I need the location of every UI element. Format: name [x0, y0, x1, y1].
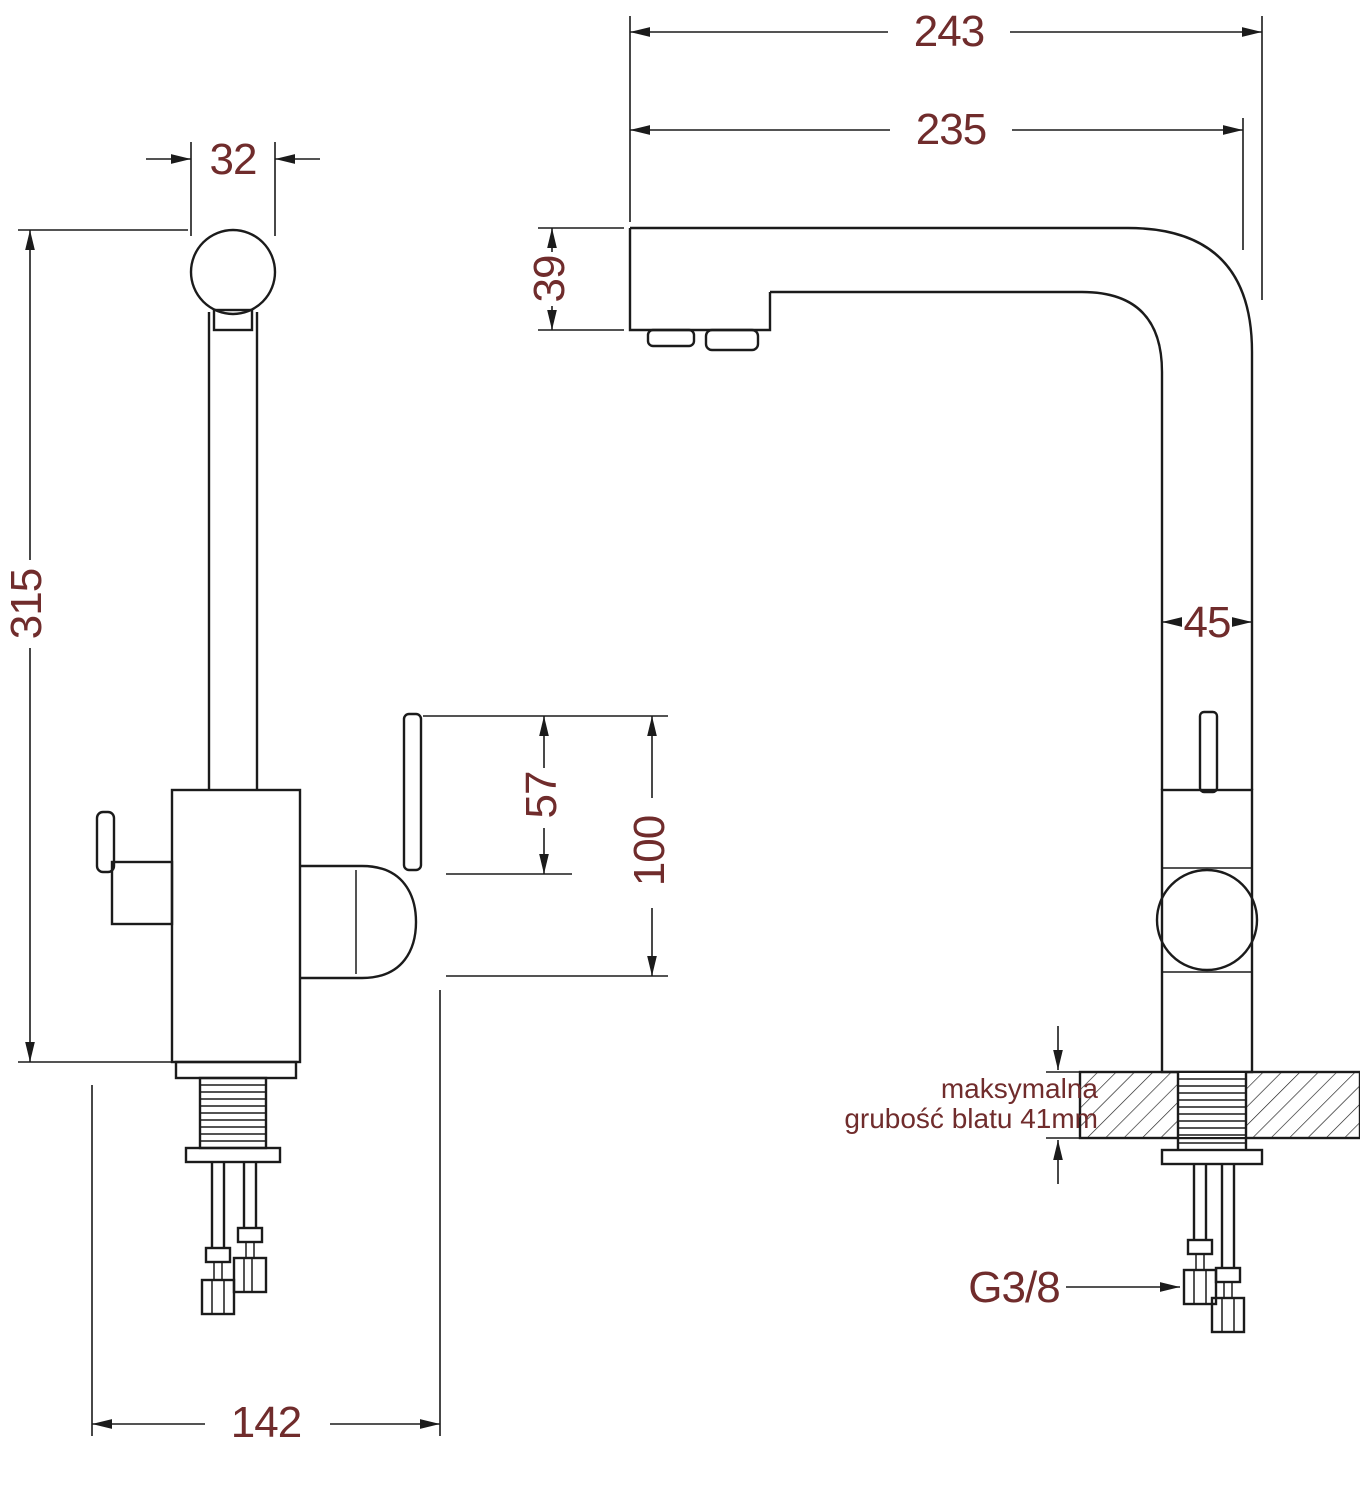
countertop-note-line1: maksymalna	[941, 1073, 1099, 1104]
front-hose-fitting-right	[232, 1256, 268, 1294]
side-aerator	[646, 328, 696, 348]
front-body	[95, 712, 423, 1064]
side-filter-outlet	[704, 328, 760, 352]
thread-size-callout: G3/8	[968, 1263, 1180, 1312]
dimension-body-width-label: 45	[1184, 598, 1231, 647]
dimension-total-height: 315	[2, 229, 188, 1063]
side-mixer-cartridge	[1155, 868, 1259, 972]
front-aerator	[212, 308, 254, 332]
dimension-spout-reach-label: 235	[916, 105, 986, 154]
side-body	[1155, 710, 1259, 1074]
front-supply-hoses	[200, 1162, 268, 1316]
dimension-body-height-label: 100	[625, 816, 674, 886]
side-hose-fitting-left	[1182, 1268, 1218, 1306]
front-left-lever-mount	[110, 860, 174, 926]
front-mounting	[174, 1060, 298, 1164]
dimension-total-height-label: 315	[2, 569, 51, 639]
dimension-body-width: 45	[1162, 598, 1252, 647]
dimension-base-width-label: 142	[231, 1398, 301, 1447]
dimension-head-width-label: 32	[210, 135, 257, 184]
front-left-lever	[95, 810, 116, 874]
dimension-spout-height: 39	[525, 227, 624, 331]
front-hose-fitting-left	[200, 1278, 236, 1316]
side-lever	[1198, 710, 1219, 794]
front-filter-outlet	[300, 864, 418, 980]
front-right-lever	[402, 712, 423, 872]
thread-size-label: G3/8	[968, 1263, 1059, 1312]
dimension-lever-height: 57	[423, 715, 668, 875]
dimension-lever-height-label: 57	[517, 772, 566, 819]
side-lock-nut	[1160, 1148, 1264, 1166]
front-base-flange	[174, 1060, 298, 1080]
countertop-note-line2: grubość blatu 41mm	[844, 1103, 1098, 1134]
dimension-body-height: 100	[446, 716, 674, 977]
front-lock-nut	[184, 1146, 282, 1164]
front-spout	[189, 228, 277, 790]
dimension-head-width: 32	[146, 135, 320, 236]
countertop: maksymalna grubość blatu 41mm	[844, 1026, 1360, 1184]
side-hose-fitting-right	[1210, 1296, 1246, 1334]
side-supply-hoses	[1182, 1164, 1246, 1334]
dimension-overall-reach: 243	[629, 7, 1263, 300]
front-view: 32 315 57 100 142	[2, 135, 674, 1447]
dimension-base-width: 142	[91, 990, 441, 1447]
dimension-overall-reach-label: 243	[914, 7, 984, 56]
side-view: maksymalna grubość blatu 41mm 243	[525, 7, 1360, 1334]
dimension-spout-height-label: 39	[525, 256, 574, 303]
side-spout	[628, 226, 1254, 790]
dimension-spout-reach: 235	[630, 105, 1244, 250]
